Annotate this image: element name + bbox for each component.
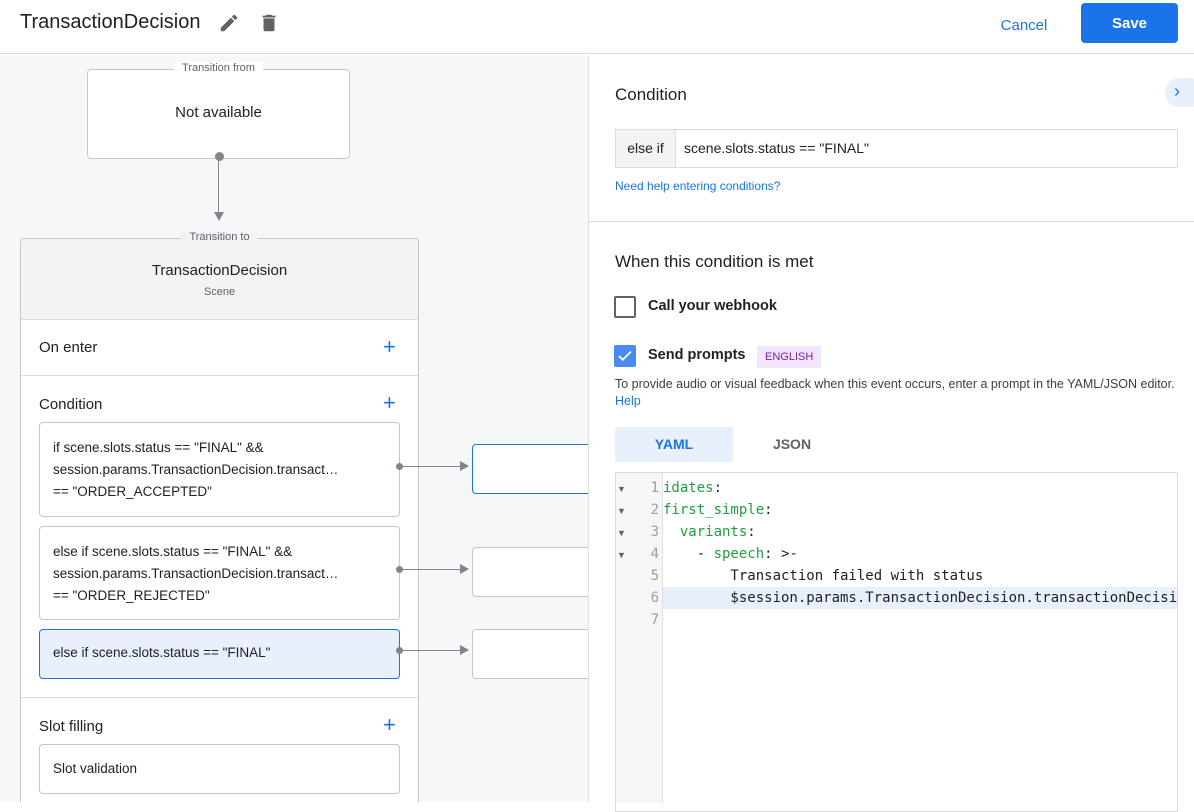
connector-dot xyxy=(396,463,403,470)
yaml-key: variants xyxy=(679,524,748,540)
code-line: $session.params.TransactionDecision.tran… xyxy=(663,590,1177,606)
transition-from-legend: Transition from xyxy=(174,62,263,74)
yaml-indent: - xyxy=(663,546,714,562)
fold-arrow-icon[interactable]: ▼ xyxy=(617,506,626,516)
fold-arrow-icon[interactable]: ▼ xyxy=(617,528,626,538)
condition-section-label: Condition xyxy=(39,396,103,413)
yaml-punct: : xyxy=(747,524,756,540)
collapse-panel-chevron-icon[interactable]: › xyxy=(1165,78,1194,107)
flow-canvas[interactable]: Transition from Not available Transition… xyxy=(0,55,588,802)
code-line xyxy=(663,609,1177,631)
transition-target-box[interactable] xyxy=(472,444,588,494)
help-entering-conditions-link[interactable]: Need help entering conditions? xyxy=(615,179,781,193)
condition-line: session.params.TransactionDecision.trans… xyxy=(53,462,339,477)
when-met-heading: When this condition is met xyxy=(615,252,814,271)
condition-line: == "ORDER_ACCEPTED" xyxy=(53,484,212,499)
line-number: 6 xyxy=(650,590,659,606)
line-number: 5 xyxy=(650,568,659,584)
transition-from-box: Transition from Not available xyxy=(87,62,350,159)
connector-dot xyxy=(396,566,403,573)
arrow-right-icon xyxy=(460,564,469,574)
language-badge: ENGLISH xyxy=(757,346,822,368)
line-number: 1 xyxy=(650,480,659,496)
connector-line xyxy=(400,466,462,467)
transition-target-box[interactable] xyxy=(472,629,588,679)
active-line-highlight xyxy=(663,587,1177,609)
tab-yaml[interactable]: YAML xyxy=(615,427,733,462)
fold-arrow-icon[interactable]: ▼ xyxy=(617,484,626,494)
save-button[interactable]: Save xyxy=(1081,3,1178,43)
arrow-right-icon xyxy=(460,645,469,655)
send-prompts-checkbox[interactable] xyxy=(614,345,636,367)
condition-prefix: else if xyxy=(616,130,676,167)
yaml-key: idates xyxy=(663,480,714,496)
add-condition-plus-icon[interactable]: + xyxy=(383,390,396,415)
connector-dot xyxy=(396,647,403,654)
yaml-punct: : xyxy=(764,502,773,518)
transition-to-legend: Transition to xyxy=(181,231,258,243)
condition-line: else if scene.slots.status == "FINAL" xyxy=(53,645,271,660)
divider xyxy=(589,221,1194,222)
divider xyxy=(21,375,418,376)
transition-line xyxy=(218,159,219,215)
checkmark-icon xyxy=(618,350,632,362)
fold-arrow-icon[interactable]: ▼ xyxy=(617,550,626,560)
header-bar: TransactionDecision Cancel Save xyxy=(0,0,1194,54)
code-line: - speech: >- xyxy=(663,543,1177,565)
yaml-punct: : >- xyxy=(764,546,798,562)
scene-type: Scene xyxy=(203,286,236,298)
page-title: TransactionDecision xyxy=(20,11,201,33)
send-prompts-label: Send prompts xyxy=(648,347,746,363)
add-on-enter-plus-icon[interactable]: + xyxy=(383,334,396,359)
on-enter-label: On enter xyxy=(39,339,98,356)
line-number: 4 xyxy=(650,546,659,562)
line-number: 2 xyxy=(650,502,659,518)
condition-item[interactable]: else if scene.slots.status == "FINAL" &&… xyxy=(39,526,400,620)
yaml-key: speech xyxy=(713,546,765,562)
cancel-button[interactable]: Cancel xyxy=(984,8,1064,44)
condition-item[interactable]: if scene.slots.status == "FINAL" && sess… xyxy=(39,422,400,517)
scene-header[interactable]: Transition to TransactionDecision Scene xyxy=(21,231,418,320)
slot-filling-label: Slot filling xyxy=(39,718,104,735)
arrow-right-icon xyxy=(460,461,469,471)
divider xyxy=(21,697,418,698)
yaml-indent xyxy=(663,524,680,540)
yaml-punct: : xyxy=(713,480,723,496)
connector-line xyxy=(400,569,462,570)
connector-line xyxy=(400,650,462,651)
add-slot-plus-icon[interactable]: + xyxy=(383,712,396,737)
help-link[interactable]: Help xyxy=(615,394,641,408)
connector-dot xyxy=(215,152,224,161)
yaml-key: first_simple xyxy=(663,502,765,518)
description-text: To provide audio or visual feedback when… xyxy=(615,377,1175,391)
scene-name: TransactionDecision xyxy=(151,262,288,279)
prompt-description: To provide audio or visual feedback when… xyxy=(615,376,1175,410)
transition-target-box[interactable] xyxy=(472,547,588,597)
condition-item-selected[interactable]: else if scene.slots.status == "FINAL" xyxy=(39,629,400,679)
pencil-icon[interactable] xyxy=(218,12,240,34)
condition-line: else if scene.slots.status == "FINAL" && xyxy=(53,544,293,559)
condition-line: == "ORDER_REJECTED" xyxy=(53,588,210,603)
code-line: Transaction failed with status xyxy=(663,568,984,584)
slot-validation-label: Slot validation xyxy=(53,761,138,776)
webhook-label: Call your webhook xyxy=(648,298,777,314)
trash-icon[interactable] xyxy=(258,11,280,35)
arrow-down-icon xyxy=(214,212,224,221)
condition-heading: Condition xyxy=(615,85,687,104)
line-number: 3 xyxy=(650,524,659,540)
scene-card: Transition to TransactionDecision Scene xyxy=(20,231,419,802)
condition-value[interactable]: scene.slots.status == "FINAL" xyxy=(684,140,870,156)
tab-json[interactable]: JSON xyxy=(772,436,812,452)
condition-line: session.params.TransactionDecision.trans… xyxy=(53,566,339,581)
condition-line: if scene.slots.status == "FINAL" && xyxy=(53,440,264,455)
transition-from-value: Not available xyxy=(175,104,262,121)
condition-input-field[interactable]: else if scene.slots.status == "FINAL" xyxy=(615,129,1178,168)
editor-gutter xyxy=(616,473,663,803)
code-line: idates: xyxy=(663,477,1177,499)
slot-validation-item[interactable]: Slot validation xyxy=(39,744,400,794)
code-line: variants: xyxy=(663,521,1177,543)
code-line: first_simple: xyxy=(663,499,1177,521)
line-number: 7 xyxy=(650,612,659,628)
webhook-checkbox[interactable] xyxy=(614,296,636,318)
